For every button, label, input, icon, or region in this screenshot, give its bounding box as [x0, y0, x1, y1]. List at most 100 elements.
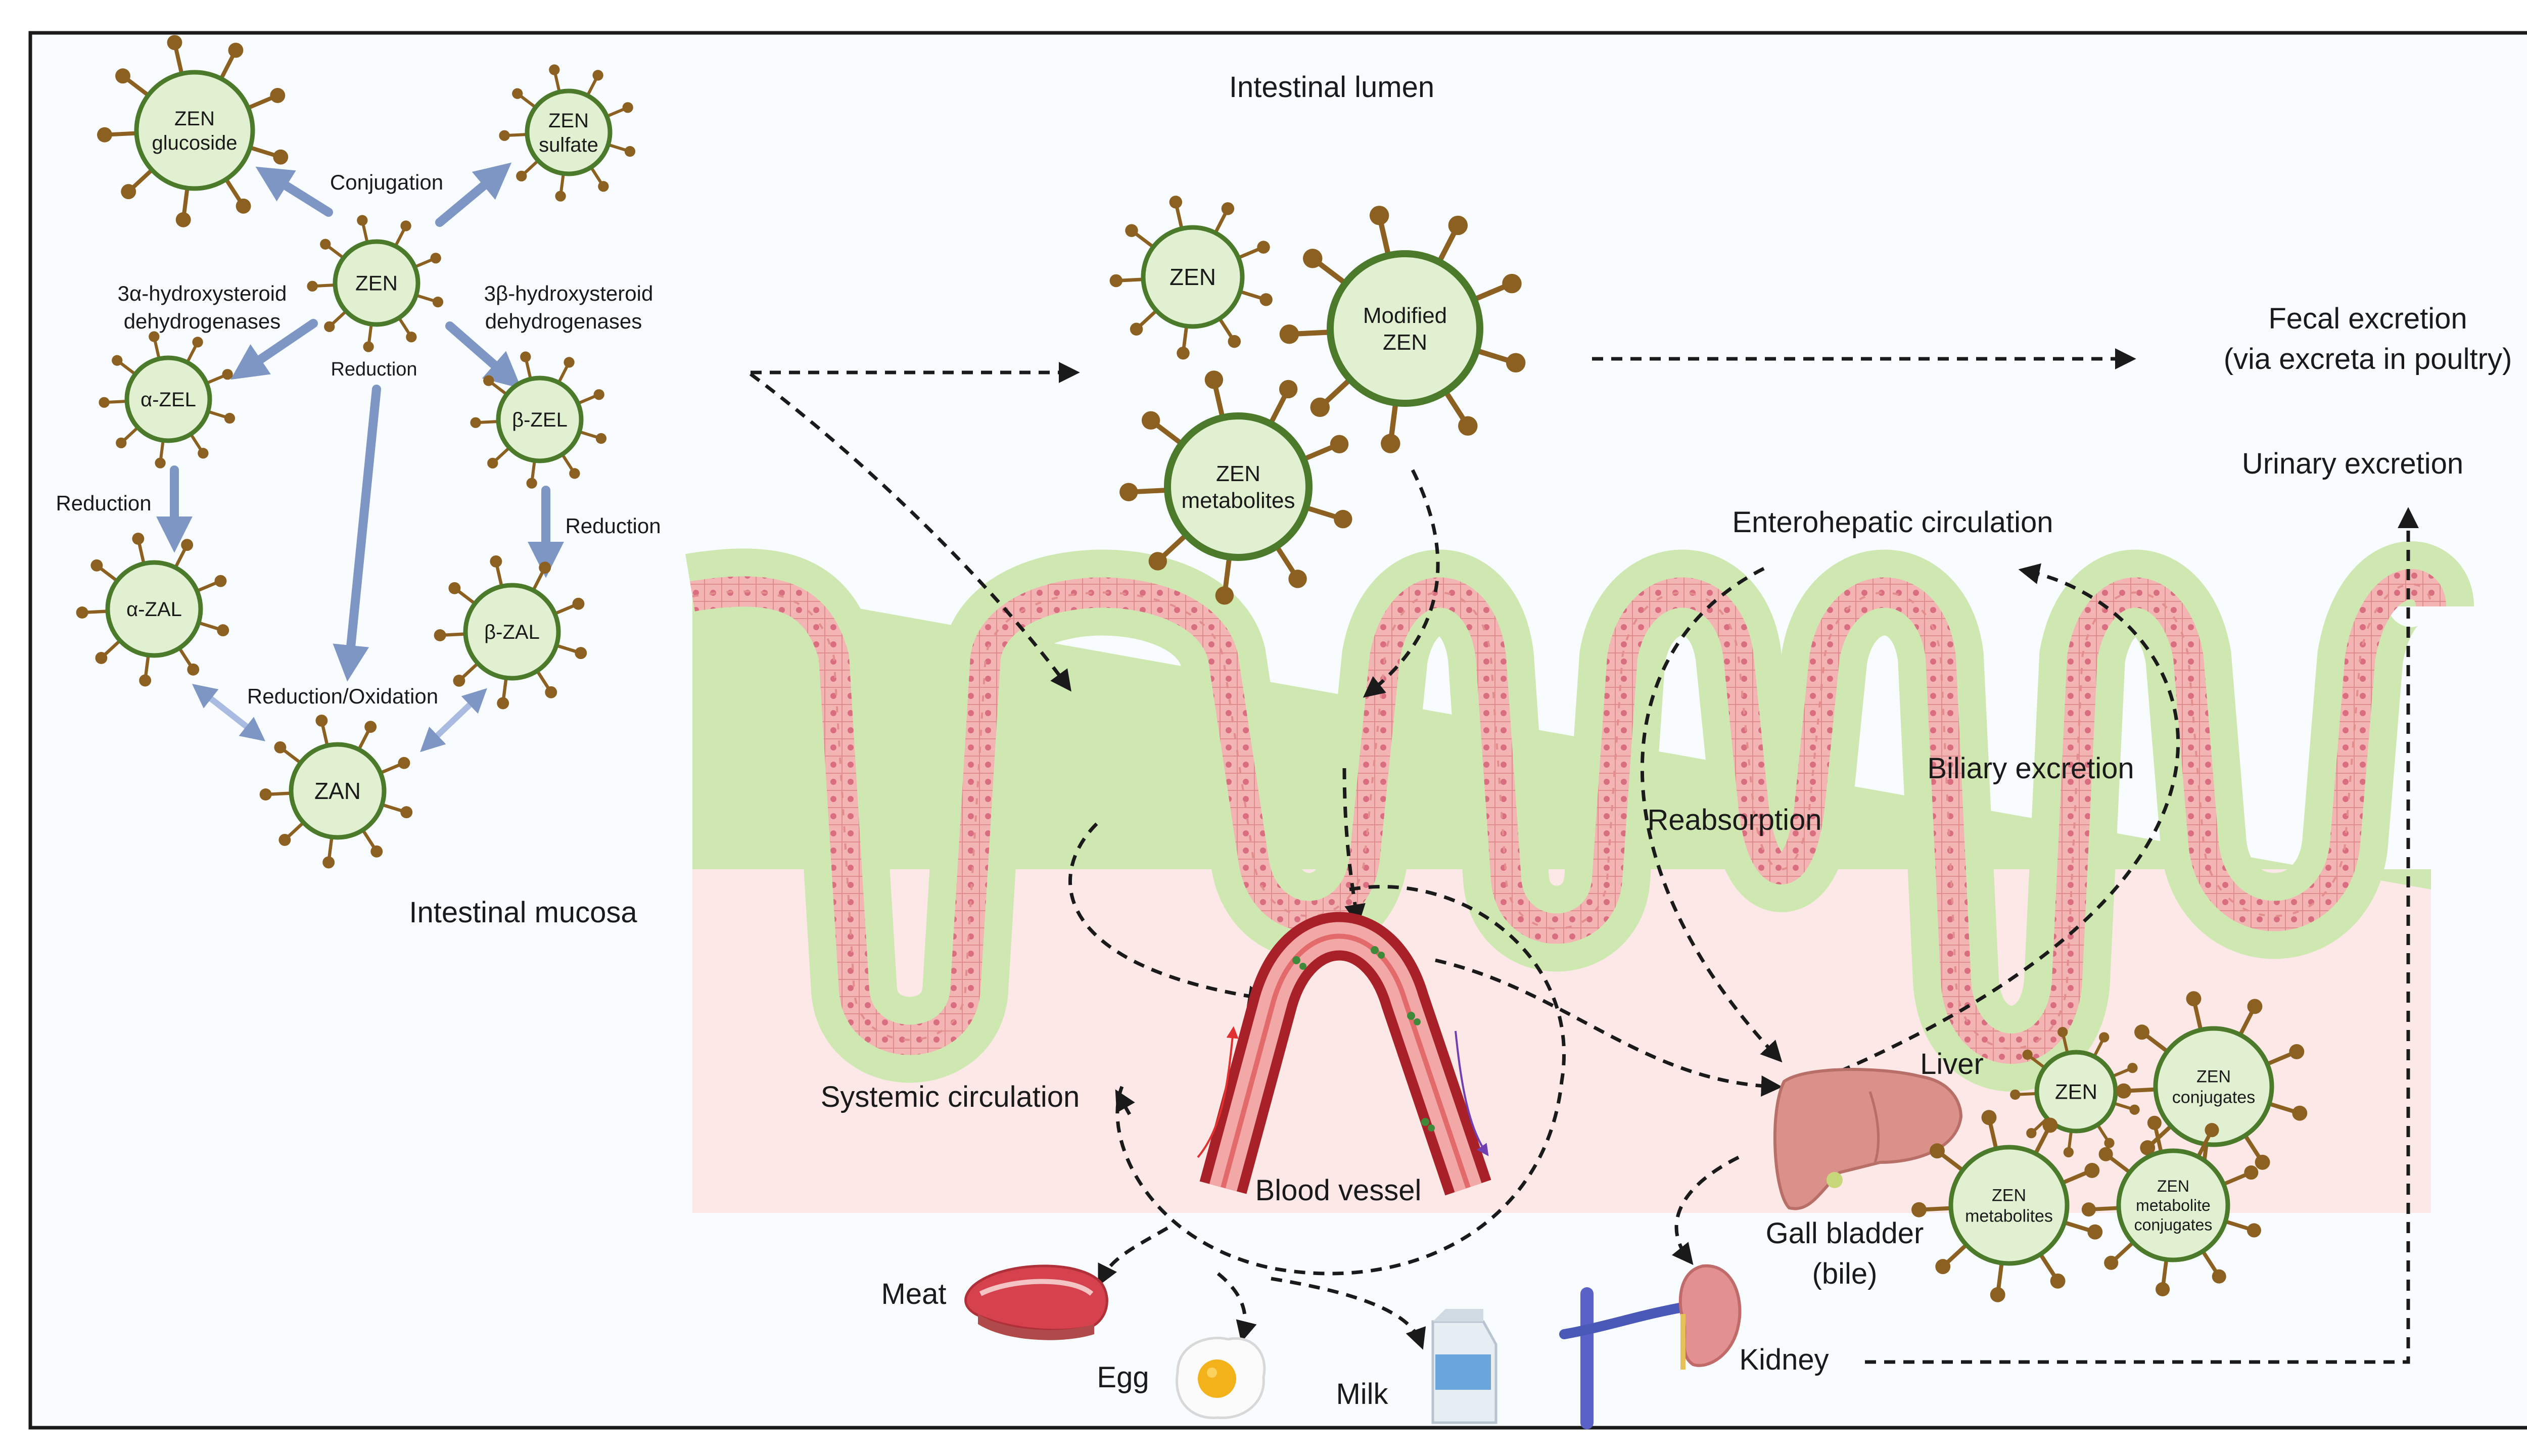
- arrow-modified-down: [1363, 469, 1440, 698]
- label-alpha-enzyme-2: dehydrogenases: [124, 309, 281, 333]
- spike-tip: [259, 788, 272, 801]
- spike-tip: [155, 457, 166, 468]
- molecule-label: sulfate: [539, 134, 598, 156]
- spike-tip: [1458, 416, 1478, 436]
- molecule-label: ZEN: [1992, 1186, 2026, 1205]
- spike-tip: [1911, 1202, 1927, 1217]
- spike-tip: [187, 663, 200, 676]
- spike-tip: [175, 212, 191, 227]
- spike-tip: [2156, 1282, 2170, 1297]
- spike-tip: [434, 629, 446, 641]
- spike-tip: [99, 397, 110, 408]
- label-egg: Egg: [1097, 1361, 1149, 1394]
- spike-tip: [2134, 1024, 2149, 1040]
- label-beta-enzyme-2: dehydrogenases: [485, 309, 642, 333]
- spike-tip: [406, 332, 417, 343]
- spike-tip: [1259, 293, 1273, 306]
- label-fecal-2: (via excreta in poultry): [2224, 343, 2512, 375]
- spike-tip: [222, 369, 233, 380]
- molecule-label: ZEN: [548, 110, 589, 132]
- molecule-label: ZEN: [1169, 264, 1216, 290]
- egg-illustration: [1176, 1337, 1266, 1419]
- spike-tip: [274, 741, 287, 754]
- liver-illustration: [1773, 1068, 1963, 1210]
- spike-tip: [112, 355, 123, 366]
- spike-tip: [400, 220, 411, 231]
- label-intestinal-lumen: Intestinal lumen: [1229, 71, 1434, 104]
- molecule-body: [134, 70, 255, 191]
- molecule-label: β-ZAL: [484, 621, 540, 643]
- spike-tip: [545, 686, 557, 698]
- arrow-zen-to-sulfate: [435, 162, 512, 227]
- pathway-arrows: [156, 162, 564, 753]
- arrow-to-egg: [1216, 1272, 1257, 1343]
- spike-tip: [2147, 1115, 2162, 1130]
- lumen-zen-icon: ZEN: [1109, 196, 1273, 360]
- label-milk: Milk: [1336, 1378, 1388, 1411]
- molecule-label: metabolite: [2136, 1196, 2211, 1214]
- spike-tip: [2140, 1140, 2156, 1156]
- spike-tip: [2026, 1128, 2037, 1139]
- molecule-label: ZEN: [2055, 1080, 2097, 1104]
- spike-tip: [1288, 570, 1307, 588]
- spike-tip: [324, 321, 335, 333]
- molecule-label: α-ZEL: [141, 389, 196, 411]
- spike-tip: [487, 457, 498, 469]
- spike-tip: [167, 35, 182, 51]
- spike-tip: [400, 806, 413, 819]
- arrow-biliary: [1839, 563, 2180, 1073]
- spike-tip: [1279, 380, 1298, 399]
- label-conjugation: Conjugation: [330, 170, 443, 194]
- label-liver: Liver: [1920, 1048, 1984, 1081]
- label-gall-bladder-2: (bile): [1812, 1257, 1878, 1290]
- liver-zen-icon: ZEN: [2010, 1026, 2140, 1158]
- spike-tip: [320, 239, 331, 250]
- spike-tip: [2042, 1117, 2058, 1133]
- spike-tip: [430, 253, 441, 264]
- spike-tip: [2212, 1269, 2226, 1284]
- molecule-body: [525, 88, 613, 176]
- spike-tip: [497, 697, 509, 710]
- arrow-to-milk: [1271, 1277, 1426, 1350]
- arrow-systemic-head: [1115, 1089, 1135, 1115]
- label-enterohepatic: Enterohepatic circulation: [1732, 506, 2053, 539]
- molecule-label: ZAN: [314, 778, 361, 804]
- spike-tip: [322, 856, 335, 869]
- molecule-body: [496, 375, 584, 463]
- spike-tip: [1502, 273, 1522, 294]
- spike-tip: [76, 606, 88, 619]
- molecule-body: [2153, 1026, 2274, 1147]
- spike-tip: [593, 389, 604, 400]
- spike-tip: [575, 647, 587, 660]
- spike-tip: [278, 833, 291, 846]
- spike-tip: [470, 417, 481, 428]
- spike-tip: [2104, 1138, 2115, 1148]
- label-reduction-center: Reduction: [331, 359, 417, 380]
- molecule-body: [1141, 225, 1245, 329]
- spike-tip: [236, 198, 251, 214]
- milk-illustration: [1431, 1309, 1498, 1424]
- spike-tip: [1130, 322, 1143, 336]
- label-beta-enzyme-1: 3β-hydroxysteroid: [484, 281, 653, 305]
- flow-arrows: [749, 348, 2419, 1364]
- molecule-body: [1948, 1145, 2070, 1266]
- label-systemic: Systemic circulation: [821, 1081, 1080, 1113]
- spike-tip: [1369, 206, 1389, 225]
- spike-tip: [364, 721, 377, 733]
- spike-tip: [192, 337, 203, 348]
- spike-tip: [2098, 1147, 2113, 1161]
- kidney-illustration: [1559, 1264, 1742, 1429]
- blood-vessel: [1197, 912, 1491, 1196]
- spike-tip: [2292, 1105, 2308, 1121]
- spike-tip: [1177, 346, 1190, 360]
- spike-tip: [1119, 483, 1138, 501]
- spike-tip: [149, 331, 160, 342]
- a-zal-icon: α-ZAL: [76, 532, 229, 687]
- spike-tip: [217, 624, 229, 637]
- labels: Intestinal lumen Intestinal mucosa Conju…: [56, 71, 2512, 1411]
- spike-tip: [2087, 1224, 2103, 1240]
